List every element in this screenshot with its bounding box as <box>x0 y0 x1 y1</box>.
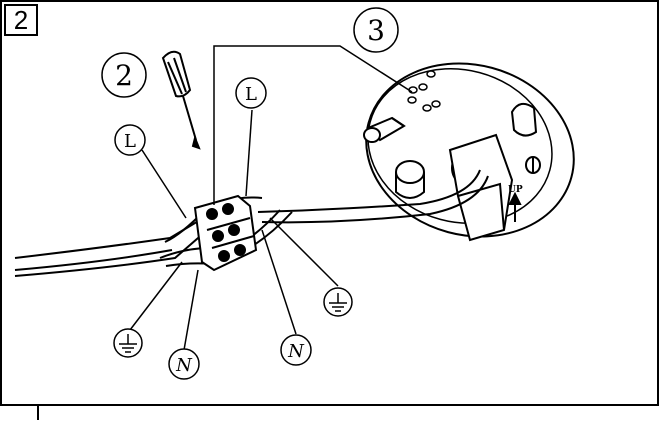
up-marking: UP <box>508 185 523 195</box>
live-label-circle-left <box>114 124 146 156</box>
ceiling-base <box>363 62 575 242</box>
step-number: 2 <box>4 4 38 36</box>
earth-ground-icon <box>329 293 347 312</box>
terminal-block <box>193 194 258 272</box>
callout-circle-screwdriver <box>101 52 147 98</box>
neutral-label-circle-left <box>168 348 200 380</box>
earth-ground-icon <box>119 334 137 353</box>
base-slot <box>510 102 538 137</box>
leader-lines <box>129 45 413 351</box>
mounting-holes <box>407 70 441 112</box>
screwdriver-icon <box>161 50 201 150</box>
neutral-label-left: N <box>175 355 193 376</box>
neutral-label-circle-right <box>280 334 312 366</box>
up-arrow-icon <box>508 191 522 222</box>
base-screw <box>525 156 541 174</box>
live-label-circle-top <box>235 77 267 109</box>
base-cylinder <box>395 160 425 199</box>
callout-circle-base <box>353 7 399 53</box>
neutral-label-right: N <box>287 341 305 362</box>
live-label-left: L <box>124 131 136 152</box>
callout-base-number: 3 <box>367 14 385 47</box>
supply-cables <box>14 169 489 277</box>
live-label-top: L <box>245 84 257 105</box>
diagram-border <box>0 0 659 406</box>
callout-screwdriver-number: 2 <box>115 59 133 92</box>
mounting-post <box>363 116 406 143</box>
